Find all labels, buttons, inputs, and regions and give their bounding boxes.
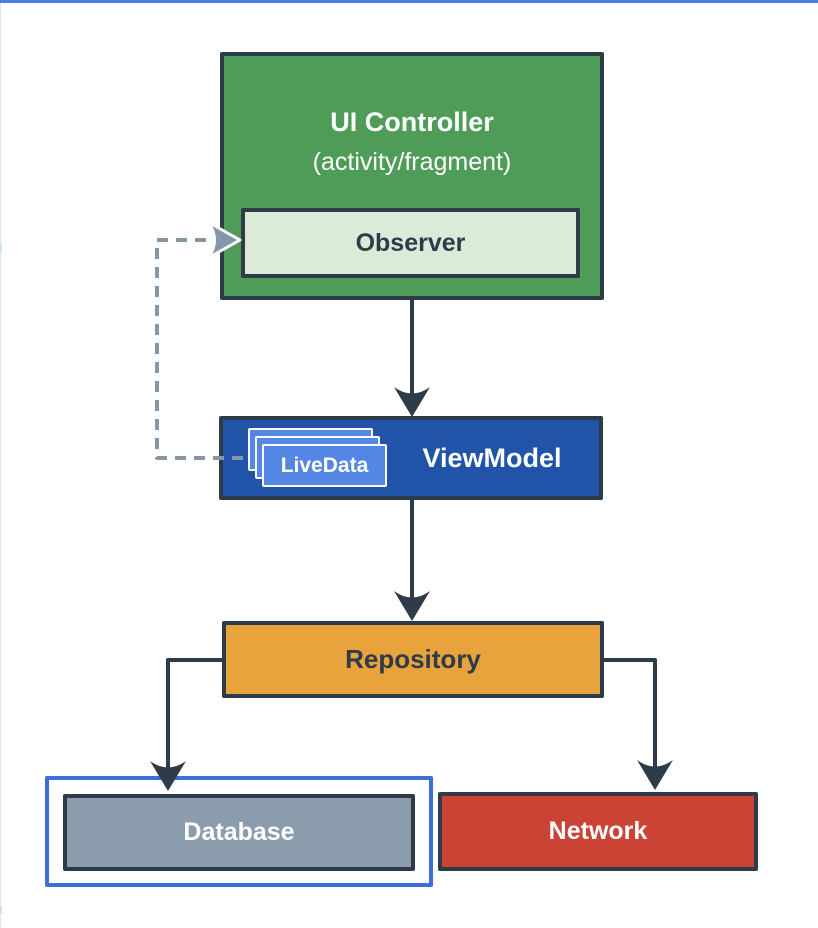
database-highlight-frame bbox=[45, 776, 433, 887]
observer-box: Observer bbox=[241, 208, 580, 278]
viewmodel-label: ViewModel bbox=[422, 442, 562, 473]
top-accent-line bbox=[0, 0, 818, 3]
viewmodel-box: LiveData ViewModel bbox=[219, 416, 603, 500]
left-scroll-tick-upper bbox=[0, 243, 2, 253]
ui-controller-subtitle: (activity/fragment) bbox=[312, 148, 512, 176]
repository-box: Repository bbox=[222, 621, 604, 698]
ui-controller-box: UI Controller (activity/fragment) Observ… bbox=[220, 52, 604, 300]
database-box: Database bbox=[63, 794, 415, 871]
arrow-repository-to-network bbox=[604, 658, 673, 790]
left-edge-line bbox=[0, 3, 1, 928]
left-scroll-tick-lower bbox=[0, 906, 2, 914]
network-box: Network bbox=[438, 792, 758, 871]
livedata-card-front: LiveData bbox=[262, 444, 387, 487]
arrow-viewmodel-to-repository bbox=[394, 500, 430, 621]
arrow-uicontroller-to-viewmodel bbox=[394, 300, 430, 417]
arrow-repository-to-database bbox=[150, 658, 222, 791]
ui-controller-title: UI Controller bbox=[330, 107, 494, 137]
